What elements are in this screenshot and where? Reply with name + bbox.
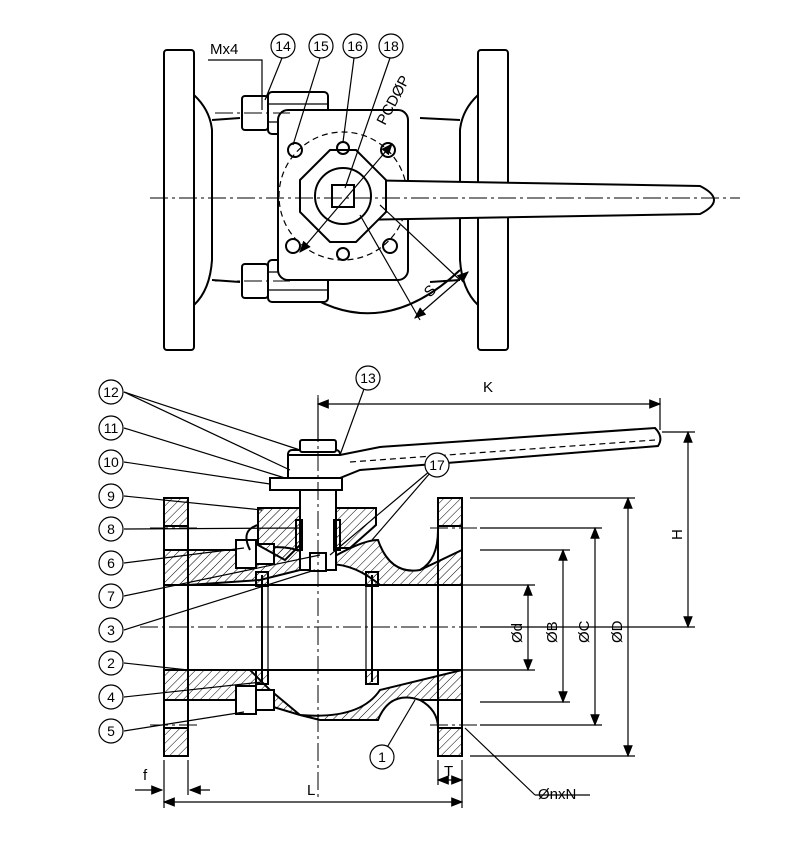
- svg-text:16: 16: [347, 38, 363, 54]
- svg-text:K: K: [483, 379, 493, 396]
- svg-text:L: L: [307, 782, 315, 799]
- body-bolt-lower: [235, 685, 257, 715]
- dim-b: ØB: [480, 548, 570, 704]
- dim-f: f: [135, 760, 210, 795]
- gland-plate: [269, 477, 343, 491]
- svg-text:18: 18: [383, 38, 399, 54]
- balloon-5: 5: [98, 718, 124, 744]
- svg-text:12: 12: [103, 384, 119, 400]
- top-balloon-18: 18: [378, 33, 404, 59]
- section-view: K H Ød ØB ØC ØD: [98, 365, 695, 808]
- top-left-flange: [163, 49, 195, 351]
- svg-text:f: f: [143, 767, 148, 784]
- svg-text:1: 1: [378, 749, 386, 765]
- dim-h: H: [480, 430, 695, 629]
- balloon-17: 17: [424, 452, 450, 478]
- body-lower-right: [299, 668, 463, 721]
- balloon-6: 6: [98, 550, 124, 576]
- svg-text:8: 8: [107, 521, 115, 537]
- svg-text:9: 9: [107, 488, 115, 504]
- balloon-10: 10: [98, 449, 124, 475]
- svg-text:11: 11: [104, 420, 119, 436]
- svg-text:H: H: [669, 529, 686, 540]
- top-view: Mx4 PCDØP S 14 15 16 18: [150, 33, 740, 351]
- dim-l: L: [162, 760, 464, 808]
- dim-D: ØD: [470, 496, 635, 758]
- seat-ul: [255, 571, 269, 587]
- lever-handle: [349, 178, 715, 222]
- balloon-8: 8: [98, 516, 124, 542]
- bolt-size-label: Mx4: [210, 41, 238, 58]
- body-lower-left: [163, 669, 301, 716]
- top-balloon-16: 16: [342, 33, 368, 59]
- bonnet-left: [257, 507, 301, 562]
- balloon-1: 1: [369, 744, 395, 770]
- seat-lr: [365, 669, 379, 685]
- top-balloon-14: 14: [270, 33, 296, 59]
- seat-ur: [365, 571, 379, 587]
- svg-text:15: 15: [313, 38, 329, 54]
- svg-text:13: 13: [360, 370, 376, 386]
- dim-d: Ød: [462, 583, 535, 672]
- balloon-11: 11: [98, 415, 124, 441]
- body-upper-right: [319, 538, 463, 586]
- svg-text:ØD: ØD: [609, 620, 626, 643]
- svg-text:Ød: Ød: [509, 623, 526, 643]
- svg-text:ØnxN: ØnxN: [538, 786, 576, 803]
- balloon-3: 3: [98, 617, 124, 643]
- svg-text:6: 6: [107, 555, 115, 571]
- svg-text:17: 17: [429, 457, 445, 473]
- dim-t: T: [436, 760, 464, 785]
- balloon-2: 2: [98, 650, 124, 676]
- svg-text:10: 10: [103, 454, 119, 470]
- balloon-13: 13: [355, 365, 381, 391]
- balloon-9: 9: [98, 483, 124, 509]
- dim-holes: ØnxN: [464, 727, 590, 803]
- body-bolt-upper: [235, 539, 257, 569]
- svg-text:7: 7: [107, 588, 115, 604]
- dim-k: K: [316, 379, 662, 440]
- svg-text:4: 4: [107, 689, 115, 705]
- svg-text:ØC: ØC: [576, 620, 593, 643]
- balloon-12: 12: [98, 379, 124, 405]
- svg-text:5: 5: [107, 723, 115, 739]
- svg-text:2: 2: [107, 655, 115, 671]
- svg-text:ØB: ØB: [544, 621, 561, 643]
- dim-c: ØC: [480, 526, 602, 727]
- top-left-neck: [193, 94, 213, 306]
- svg-text:3: 3: [107, 622, 115, 638]
- top-balloon-15: 15: [308, 33, 334, 59]
- svg-text:14: 14: [275, 38, 291, 54]
- seat-ll: [255, 669, 269, 685]
- balloon-4: 4: [98, 684, 124, 710]
- balloon-7: 7: [98, 583, 124, 609]
- svg-text:T: T: [444, 763, 453, 780]
